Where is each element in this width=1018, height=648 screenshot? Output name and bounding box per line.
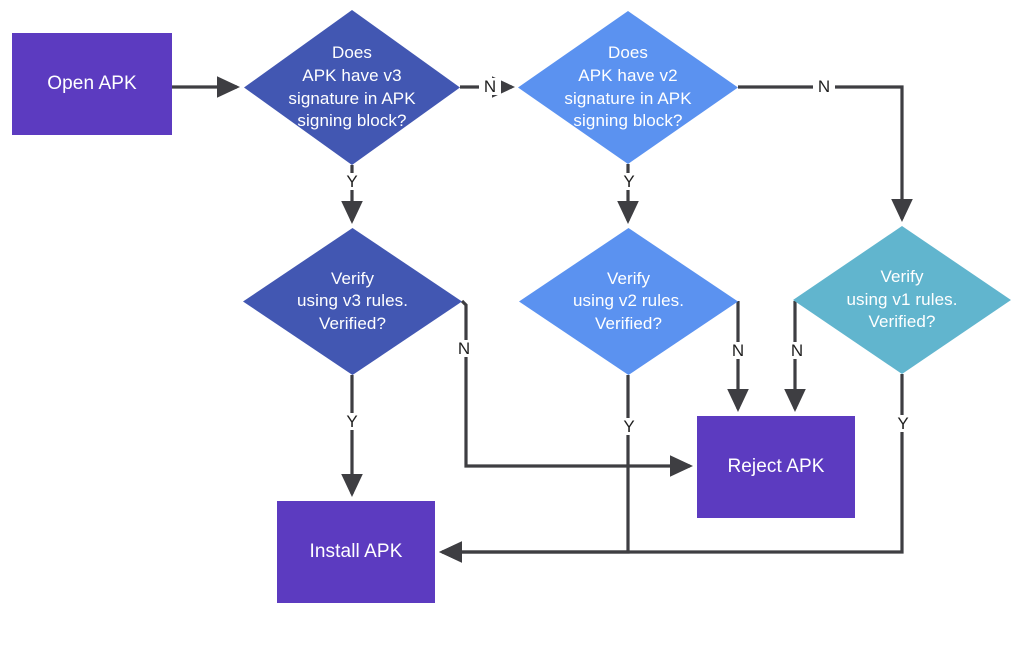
edge-label-v3sig-y: Y [341, 173, 363, 190]
node-open-apk-label: Open APK [47, 73, 137, 95]
node-verify-v3[interactable]: Verify using v3 rules. Verified? [243, 228, 462, 375]
node-reject-apk-label: Reject APK [727, 456, 825, 478]
node-reject-apk[interactable]: Reject APK [697, 416, 855, 518]
edge-label-v2sig-y: Y [618, 173, 640, 190]
diamond-shape [244, 10, 460, 165]
node-has-v3-signature[interactable]: Does APK have v3 signature in APK signin… [244, 10, 460, 165]
edge-label-verifyv3-y: Y [341, 413, 363, 430]
diamond-shape [243, 228, 462, 375]
node-open-apk[interactable]: Open APK [12, 33, 172, 135]
diamond-shape [518, 11, 738, 164]
edge-v2sig-n-to-verifyv1 [738, 85, 913, 222]
node-verify-v2[interactable]: Verify using v2 rules. Verified? [519, 228, 738, 375]
edge-label-verifyv1-y: Y [892, 415, 914, 432]
node-install-apk-label: Install APK [309, 541, 403, 563]
edge-label-v3sig-n: N [479, 78, 501, 95]
edge-label-v2sig-n: N [813, 78, 835, 95]
edge-label-verifyv2-y: Y [618, 418, 640, 435]
node-install-apk[interactable]: Install APK [277, 501, 435, 603]
diamond-shape [519, 228, 738, 375]
edge-verifyv2-y-to-install [439, 375, 630, 563]
node-verify-v1[interactable]: Verify using v1 rules. Verified? [793, 226, 1011, 374]
node-has-v2-signature[interactable]: Does APK have v2 signature in APK signin… [518, 11, 738, 164]
diamond-shape [793, 226, 1011, 374]
